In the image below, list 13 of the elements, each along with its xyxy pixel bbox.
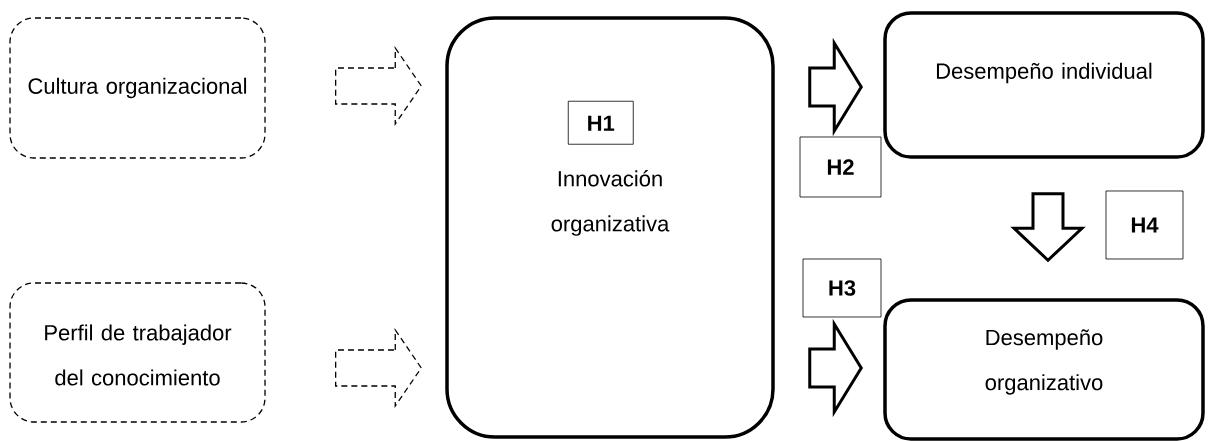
- hypothesis-label: H3: [802, 258, 882, 318]
- concept-box: Desempeño organizativo: [883, 298, 1205, 441]
- hypothesis-label: H1: [567, 100, 634, 145]
- hypothesis-label: H4: [1105, 190, 1184, 260]
- block-arrow: [335, 327, 423, 409]
- hypothesis-label: H2: [799, 136, 882, 198]
- concept-box: Desempeño individual: [883, 11, 1205, 159]
- block-arrow: [808, 37, 863, 137]
- concept-box: Cultura organizacional: [9, 17, 266, 159]
- concept-box: Perfil de trabajador del conocimiento: [9, 282, 266, 423]
- block-arrow: [1010, 192, 1086, 263]
- block-arrow: [808, 318, 863, 418]
- block-arrow: [335, 45, 423, 127]
